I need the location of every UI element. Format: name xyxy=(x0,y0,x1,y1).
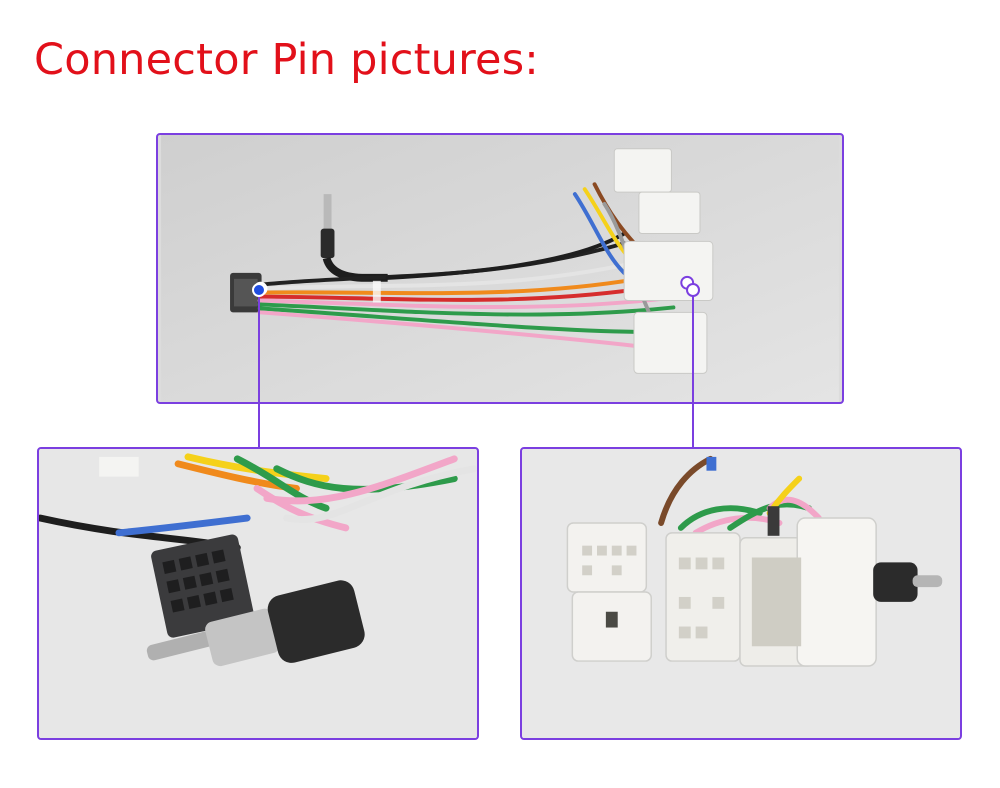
connector-pins xyxy=(582,545,802,647)
iso-plug xyxy=(230,272,262,313)
iso-plug-closeup-illustration xyxy=(39,449,477,738)
harness-overview-photo xyxy=(156,133,844,404)
vehicle-connectors-closeup-illustration xyxy=(523,449,959,738)
page-title: Connector Pin pictures: xyxy=(34,35,539,85)
vehicle-connectors-closeup-photo xyxy=(520,447,962,740)
antenna-plug-right xyxy=(873,562,943,602)
white-connectors xyxy=(566,517,877,667)
iso-plug-body xyxy=(151,534,255,638)
harness-overview-illustration xyxy=(161,135,839,402)
vehicle-connectors xyxy=(613,148,714,374)
antenna-plug-closeup xyxy=(146,580,365,667)
closeup-wires-left xyxy=(39,453,477,552)
iso-plug-closeup-photo xyxy=(37,447,479,740)
